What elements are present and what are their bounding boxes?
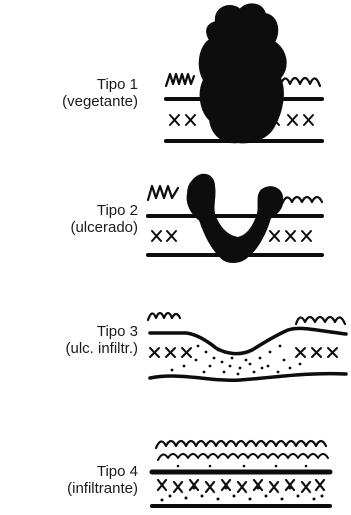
type-2-mucosa-wave-right: [282, 197, 322, 204]
type-3-mucosa-wave-left: [148, 313, 180, 320]
type-1-mucosa-wave-left: [166, 74, 194, 86]
type-4-mucosa-wave-second: [158, 454, 328, 460]
type-1-drawing: [166, 4, 322, 142]
type-3-mucosa-wave-right: [296, 317, 345, 324]
type-1-vegetating-tumor: [200, 4, 286, 142]
type-4-mucosa-wave: [156, 441, 326, 448]
type-4-infiltration-marks: [158, 480, 324, 492]
type-2-mucosa-wave-left: [148, 186, 178, 200]
type-3-ulcer-surface: [150, 328, 346, 353]
type-2-drawing: [148, 175, 322, 262]
type-3-drawing: [148, 313, 346, 380]
type-1-mucosa-wave-right: [280, 78, 320, 86]
type-2-ulcerated-tumor: [188, 175, 283, 262]
type-3-serosa-line: [150, 374, 346, 381]
type-4-drawing: [152, 441, 330, 506]
